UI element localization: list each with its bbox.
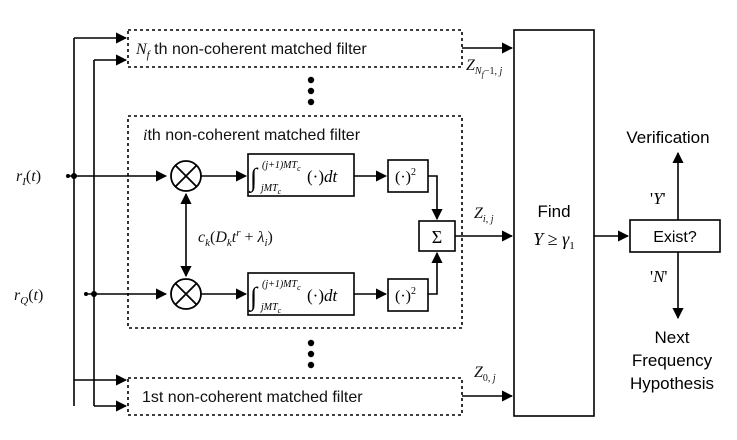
svg-text:jMTc: jMTc (259, 183, 282, 196)
multiplier-q (170, 278, 202, 310)
z-top-label: ZNf−1, j (466, 57, 502, 79)
input-q-label: rQ(t) (14, 287, 43, 307)
find-title: Find (537, 202, 570, 221)
verification-label: Verification (626, 128, 709, 147)
next-label: Next (655, 328, 690, 347)
svg-text:(·)2: (·)2 (395, 286, 416, 305)
junction-q (91, 291, 97, 297)
input-q-wiring (86, 54, 168, 412)
svg-text:Σ: Σ (432, 227, 442, 247)
square-i: (·)2 (387, 159, 429, 193)
integrator-q: ∫ (j+1)MTc jMTc (·)dt (247, 272, 355, 316)
svg-text:(·)2: (·)2 (395, 167, 416, 186)
integrator-i: ∫ (j+1)MTc jMTc (·)dt (247, 153, 355, 197)
svg-text:(j+1)MTc: (j+1)MTc (262, 160, 301, 173)
svg-text:∫: ∫ (248, 163, 259, 193)
z-mid-label: Zi, j (474, 205, 494, 225)
input-i-wiring (68, 32, 168, 406)
top-filter-label: Nf th non-coherent matched filter (135, 41, 367, 61)
first-filter-label: 1st non-coherent matched filter (142, 389, 363, 406)
exist-block: Exist? (629, 219, 721, 253)
find-condition: Y ≥ γ1 (533, 229, 575, 252)
frequency-label: Frequency (632, 351, 713, 370)
sq-q-to-sum (428, 251, 443, 295)
sq-i-to-sum (428, 175, 443, 221)
source-q (84, 292, 88, 296)
hypothesis-label: Hypothesis (630, 374, 714, 393)
square-q: (·)2 (387, 278, 429, 312)
input-i-label: rI(t) (16, 168, 41, 188)
svg-text:(·)dt: (·)dt (307, 286, 338, 305)
yes-label: 'Y' (650, 189, 666, 208)
z-bot-label: Z0, j (474, 364, 496, 384)
ith-filter-box (127, 115, 463, 329)
svg-text:(·)dt: (·)dt (307, 167, 338, 186)
ellipsis-bottom (307, 339, 315, 369)
svg-text:∫: ∫ (248, 282, 259, 312)
source-i (66, 174, 70, 178)
sum-block: Σ (418, 220, 456, 252)
ith-filter-label: ith non-coherent matched filter (143, 127, 361, 144)
svg-text:(j+1)MTc: (j+1)MTc (262, 279, 301, 292)
multiplier-i (170, 160, 202, 192)
exist-label: Exist? (653, 229, 697, 246)
find-block: Find Y ≥ γ1 (513, 29, 595, 417)
no-label: 'N' (650, 267, 668, 286)
junction-i (71, 173, 77, 179)
svg-text:jMTc: jMTc (259, 302, 282, 315)
ellipsis-top (307, 76, 315, 106)
reference-label: ck(Dktr + λi) (198, 227, 273, 249)
